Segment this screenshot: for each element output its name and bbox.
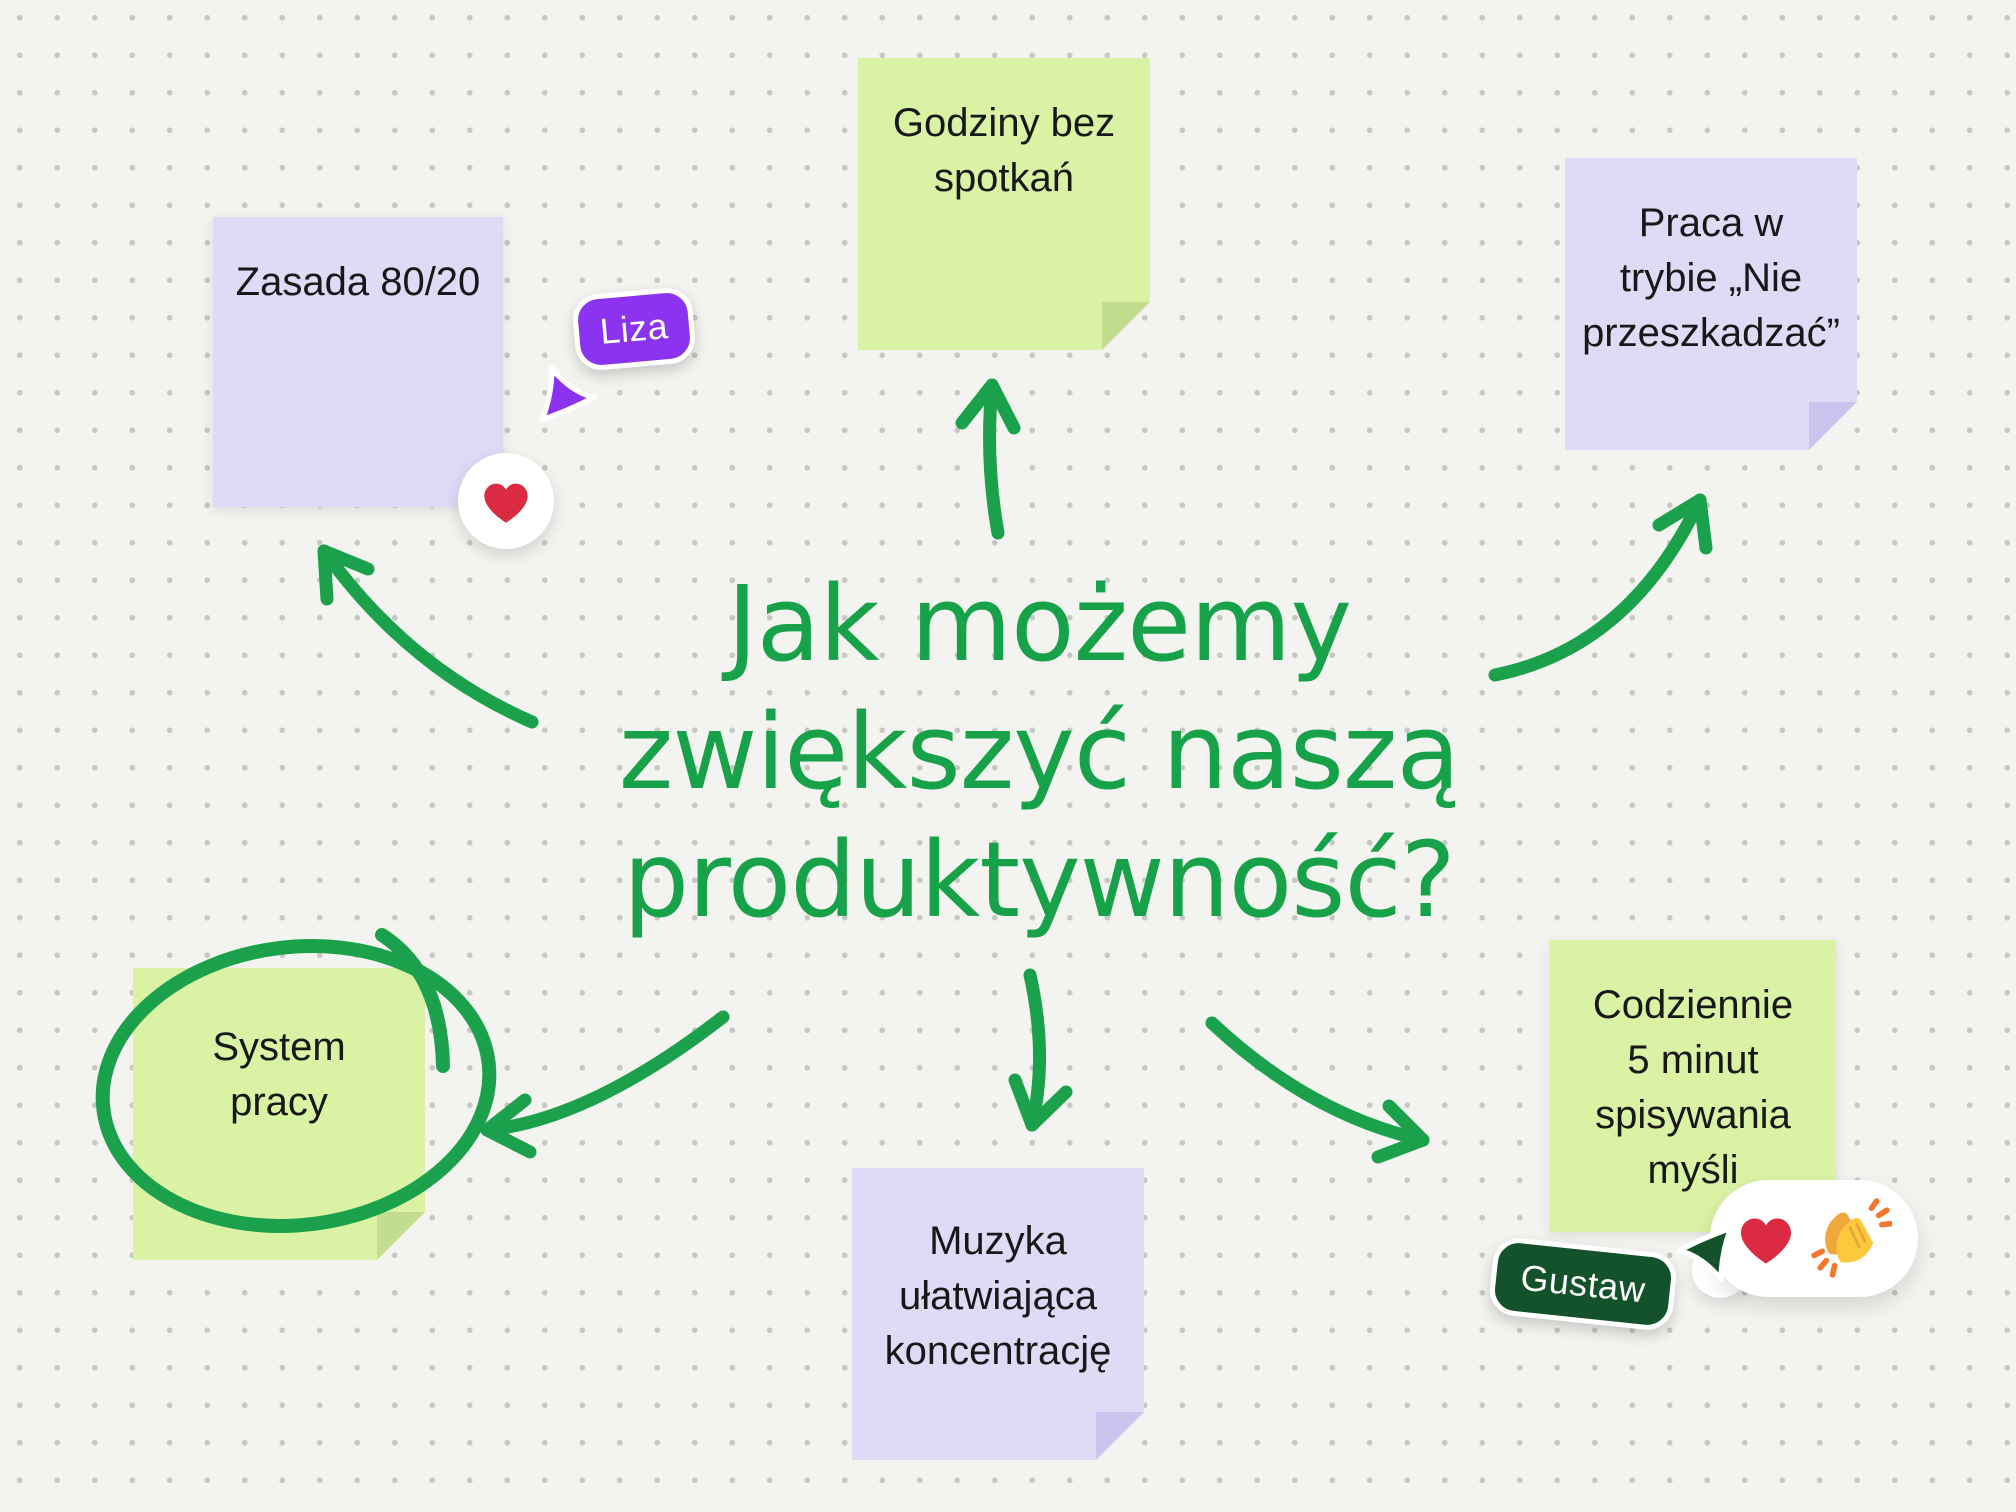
- connector-arrow-to-godziny[interactable]: [955, 378, 1021, 540]
- note-fold: [1809, 402, 1857, 450]
- note-text: Zasada 80/20: [235, 260, 481, 304]
- sticky-note-muzyka[interactable]: Muzyka ułatwiająca koncentrację: [852, 1168, 1144, 1460]
- collaborator-name: Gustaw: [1518, 1256, 1648, 1311]
- clap-icon: [1811, 1197, 1892, 1278]
- connector-arrow-to-muzyka[interactable]: [1008, 968, 1073, 1132]
- cursor-liza: [539, 365, 597, 423]
- connector-arrow-to-system[interactable]: [480, 1010, 730, 1159]
- note-text: Codziennie 5 minut spisywania myśli: [1592, 983, 1794, 1192]
- reaction-badge-heart[interactable]: [458, 453, 554, 549]
- collaborator-name: Liza: [598, 305, 670, 352]
- note-text: Praca w trybie „Nie przeszkadzać”: [1582, 201, 1840, 355]
- note-fold: [1096, 1412, 1144, 1460]
- heart-icon: [1741, 1218, 1791, 1264]
- note-text: Muzyka ułatwiająca koncentrację: [884, 1219, 1112, 1373]
- cursor-gustaw: [1676, 1225, 1734, 1283]
- note-fold: [1102, 302, 1150, 350]
- note-text: Godziny bez spotkań: [892, 101, 1116, 200]
- note-text: System pracy: [212, 1025, 346, 1124]
- sticky-note-godziny[interactable]: Godziny bez spotkań: [858, 58, 1150, 350]
- sticky-note-praca[interactable]: Praca w trybie „Nie przeszkadzać”: [1565, 158, 1857, 450]
- cursor-label-gustaw: Gustaw: [1487, 1235, 1679, 1333]
- board-title[interactable]: Jak możemy zwiększyć naszą produktywność…: [618, 563, 1460, 941]
- sticky-note-codziennie[interactable]: Codziennie 5 minut spisywania myśli: [1550, 940, 1836, 1232]
- connector-arrow-to-codziennie[interactable]: [1205, 1016, 1430, 1164]
- sticky-note-system[interactable]: System pracy: [133, 968, 425, 1260]
- reaction-pill[interactable]: [1710, 1180, 1918, 1297]
- cursor-label-liza: Liza: [570, 285, 698, 373]
- note-fold: [377, 1212, 425, 1260]
- heart-icon: [484, 483, 528, 523]
- sticky-note-zasada[interactable]: Zasada 80/20: [213, 217, 503, 507]
